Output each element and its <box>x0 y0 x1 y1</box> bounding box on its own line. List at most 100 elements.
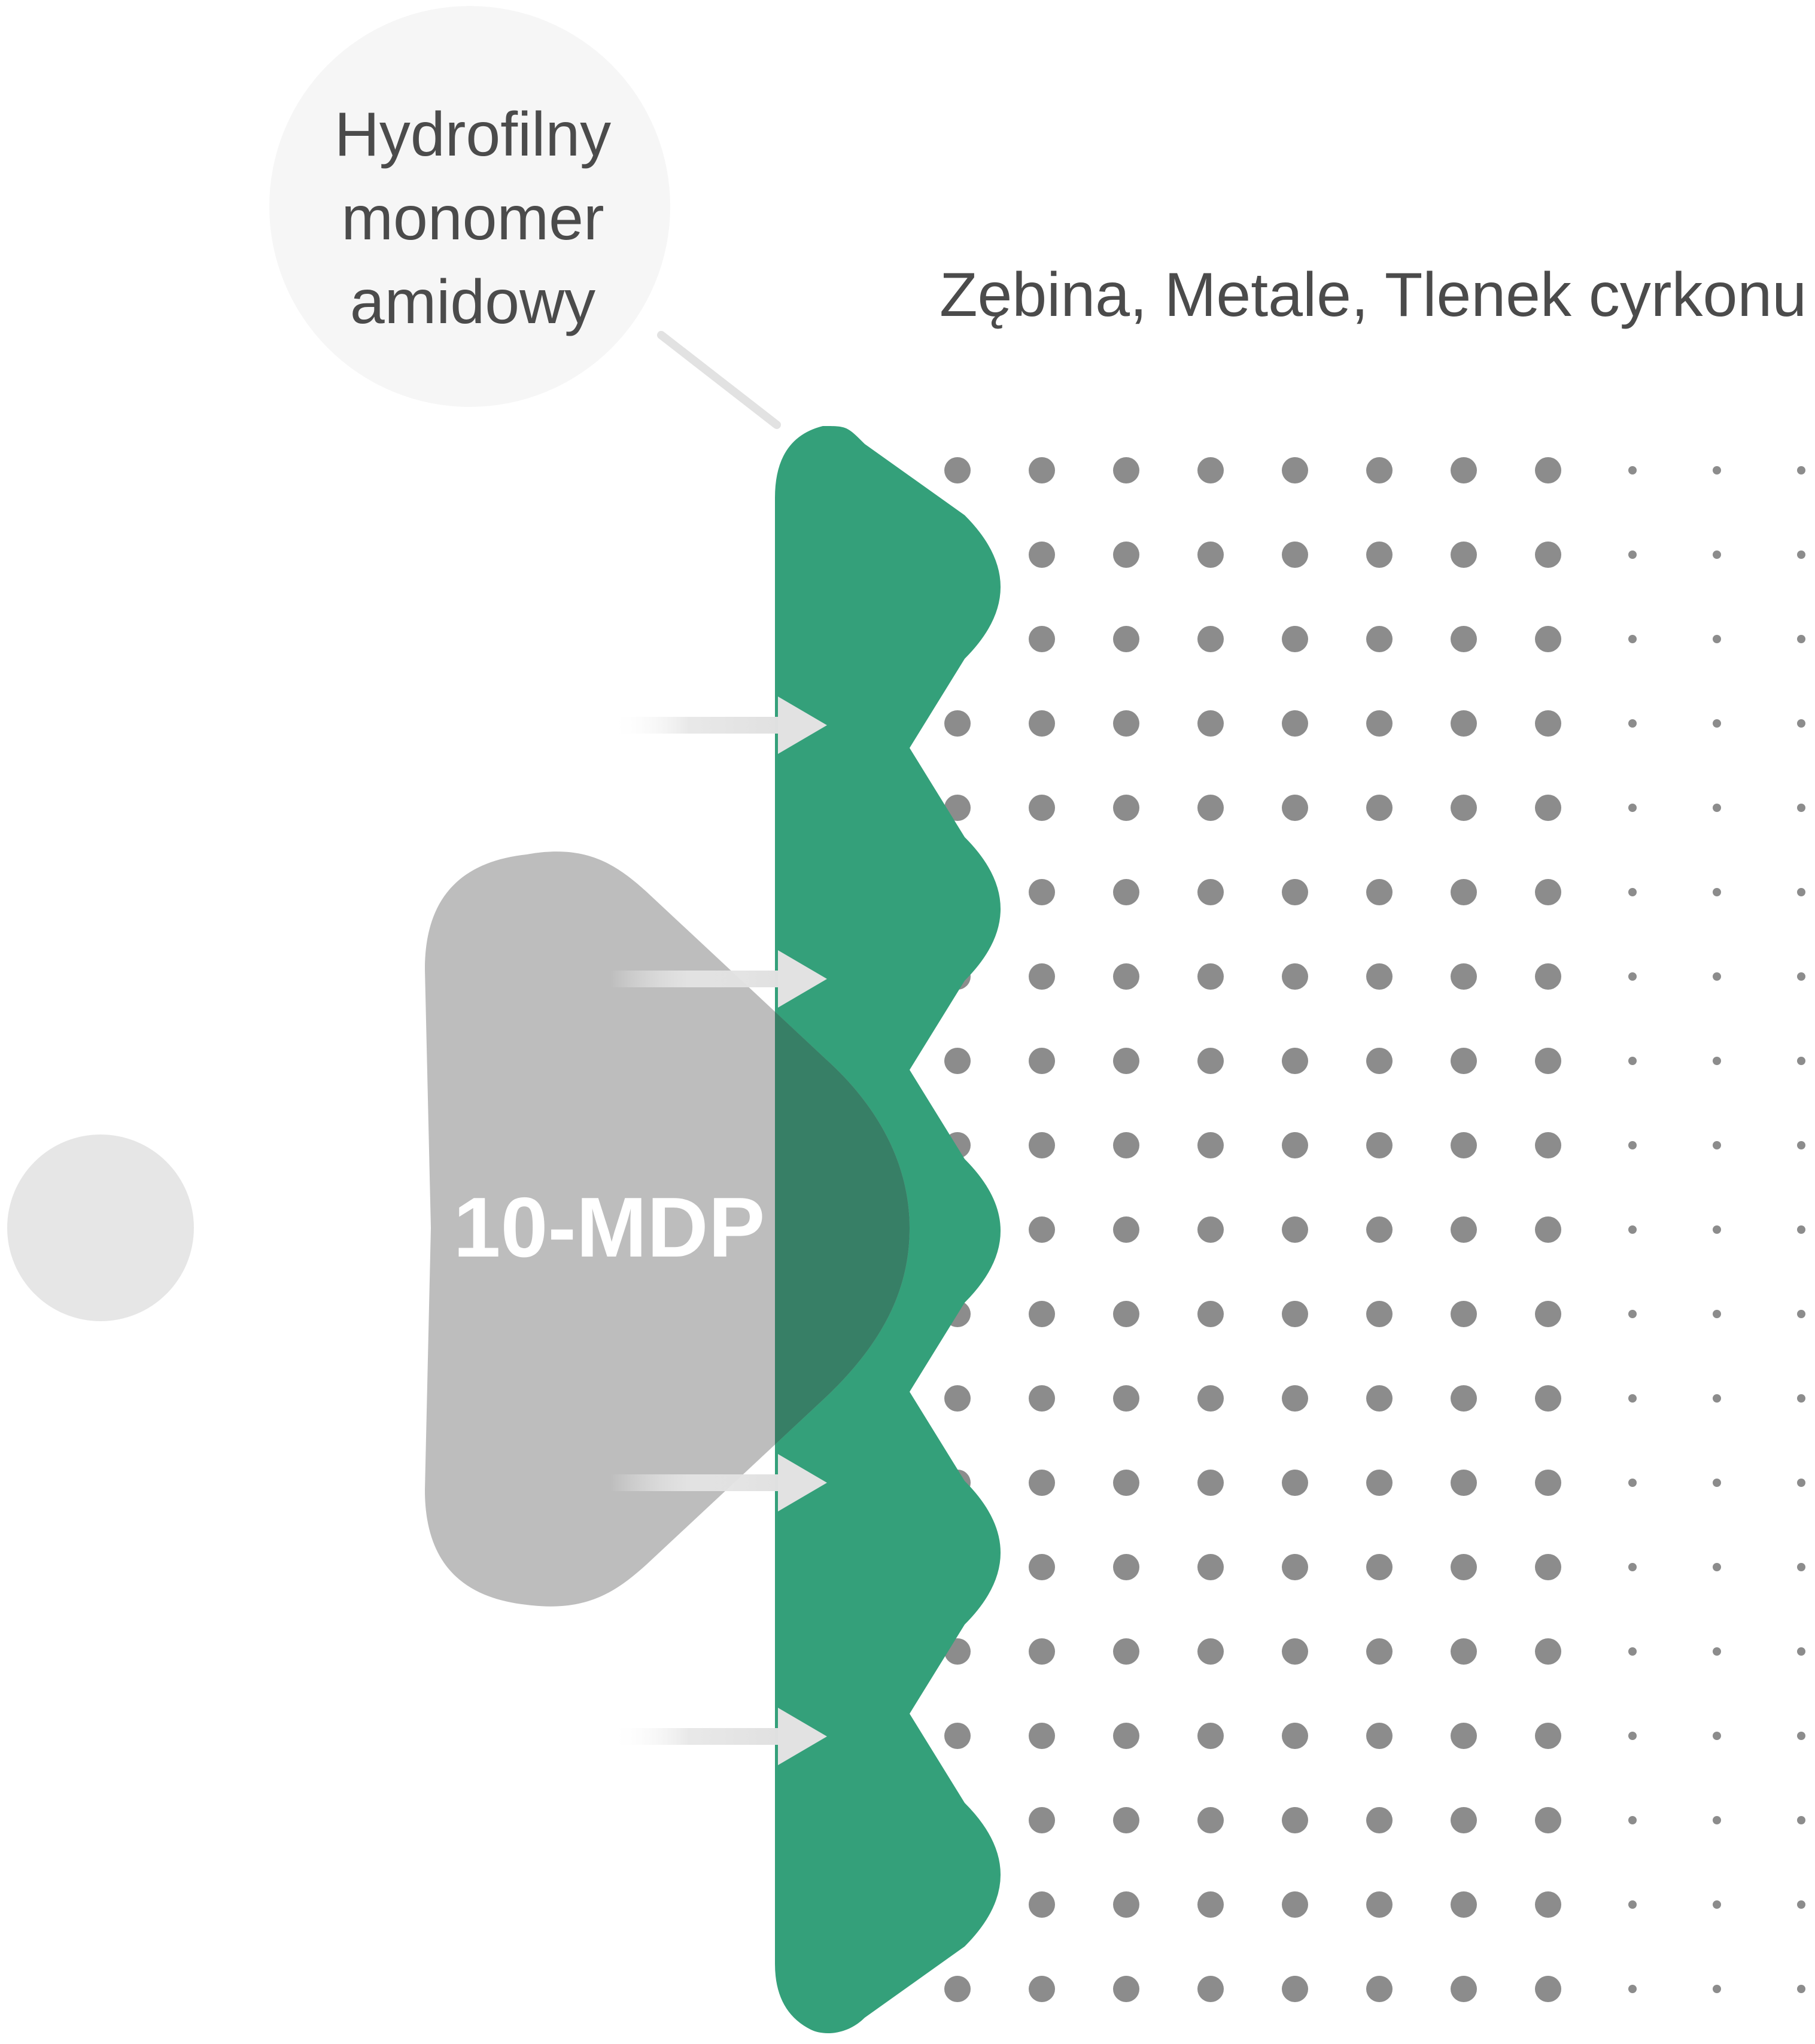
substrate-dot <box>1713 1647 1721 1656</box>
substrate-dot <box>1113 879 1139 905</box>
substrate-dot <box>1628 1647 1637 1656</box>
mdp-label: 10-MDP <box>454 1180 765 1275</box>
substrate-dot <box>1113 963 1139 990</box>
bubble-label-line-1: Hydrofilny <box>335 100 611 169</box>
substrate-dot <box>1366 710 1393 737</box>
substrate-dot <box>1628 1816 1637 1824</box>
substrate-dot <box>1282 710 1308 737</box>
substrate-dot <box>1797 1394 1805 1403</box>
substrate-dot <box>1451 626 1477 652</box>
substrate-dot <box>1366 542 1393 568</box>
substrate-dot <box>1628 1310 1637 1318</box>
substrate-dot <box>1282 1807 1308 1833</box>
bubble-pointer-line <box>657 331 781 429</box>
substrate-dot <box>1113 1976 1139 2002</box>
substrate-dot <box>1628 1394 1637 1403</box>
substrate-dot <box>1366 626 1393 652</box>
substrate-dot <box>944 1385 971 1412</box>
substrate-dot <box>1628 1732 1637 1740</box>
substrate-dot <box>1628 888 1637 896</box>
substrate-dot <box>1451 710 1477 737</box>
substrate-dot <box>1713 466 1721 474</box>
substrate-dot <box>1197 1132 1224 1158</box>
substrate-dot <box>1628 1225 1637 1234</box>
substrate-dot <box>1113 1891 1139 1918</box>
substrate-dot <box>1628 635 1637 643</box>
bubble-label-line-3: amidowy <box>350 267 595 337</box>
arrow-head <box>778 1708 827 1765</box>
substrate-dot <box>944 457 971 483</box>
substrate-dot <box>1282 1385 1308 1412</box>
bonding-arrows <box>610 696 827 1765</box>
substrate-dot <box>944 795 971 821</box>
substrate-dot <box>1797 719 1805 728</box>
substrate-dot <box>1535 963 1561 990</box>
substrate-dot <box>1451 542 1477 568</box>
arrow-shaft <box>610 1474 784 1491</box>
small-circle <box>7 1134 194 1321</box>
substrate-dot <box>1451 1385 1477 1412</box>
substrate-dot <box>1713 972 1721 981</box>
substrate-dot <box>1628 1141 1637 1149</box>
substrate-dot <box>1113 1807 1139 1833</box>
substrate-dot <box>1029 710 1055 737</box>
substrate-dot <box>1113 1048 1139 1074</box>
substrate-dot <box>1451 457 1477 483</box>
substrate-dot <box>1797 1141 1805 1149</box>
arrow-head <box>778 696 827 754</box>
substrate-dot <box>1282 457 1308 483</box>
substrate-dot <box>1029 1132 1055 1158</box>
substrate-dot <box>1282 1976 1308 2002</box>
substrate-dot <box>1197 1723 1224 1749</box>
substrate-dot <box>1451 1807 1477 1833</box>
substrate-dot <box>1797 1985 1805 1993</box>
substrate-dot <box>1797 1479 1805 1487</box>
substrate-dot <box>1282 1132 1308 1158</box>
substrate-dot-grid <box>944 457 1805 2002</box>
substrate-dot <box>1366 1470 1393 1496</box>
arrow-head <box>778 1454 827 1511</box>
substrate-dot <box>1451 1554 1477 1580</box>
substrate-dot <box>1628 1479 1637 1487</box>
substrate-dot <box>1113 1638 1139 1665</box>
substrate-dot <box>1282 879 1308 905</box>
substrate-dot <box>1535 1638 1561 1665</box>
substrate-dot <box>1197 542 1224 568</box>
substrate-dot <box>1197 1807 1224 1833</box>
substrate-dot <box>1113 710 1139 737</box>
substrate-dot <box>1535 1301 1561 1327</box>
substrate-dot <box>1282 1638 1308 1665</box>
substrate-dot <box>1451 795 1477 821</box>
substrate-dot <box>1797 1816 1805 1824</box>
molecule-layer-overlap <box>775 851 910 1607</box>
substrate-dot <box>1197 626 1224 652</box>
substrate-dot <box>1197 879 1224 905</box>
substrate-dot <box>1113 457 1139 483</box>
substrate-dot <box>1282 1554 1308 1580</box>
substrate-dot <box>1535 1385 1561 1412</box>
substrate-dot <box>1366 1891 1393 1918</box>
substrate-dot <box>1282 626 1308 652</box>
substrate-dot <box>1451 1891 1477 1918</box>
substrate-dot <box>1713 550 1721 559</box>
substrate-dot <box>1797 1563 1805 1571</box>
hydrophilic-monomer-bubble: Hydrofilny monomer amidowy <box>269 6 781 429</box>
substrate-dot <box>1451 879 1477 905</box>
arrow-head <box>778 950 827 1008</box>
substrate-dot <box>1029 457 1055 483</box>
substrate-dot <box>1113 626 1139 652</box>
substrate-dot <box>1282 1216 1308 1243</box>
substrate-dot <box>1713 804 1721 812</box>
substrate-dot <box>1535 542 1561 568</box>
substrate-dot <box>1713 1057 1721 1065</box>
arrow-shaft <box>610 1728 784 1745</box>
substrate-dot <box>1451 1976 1477 2002</box>
substrate-dot <box>1282 963 1308 990</box>
substrate-dot <box>1713 719 1721 728</box>
substrate-dot <box>1535 1470 1561 1496</box>
substrate-dot <box>944 1048 971 1074</box>
substrate-dot <box>1029 1385 1055 1412</box>
substrate-dot <box>1282 1723 1308 1749</box>
bubble-circle <box>269 6 670 407</box>
